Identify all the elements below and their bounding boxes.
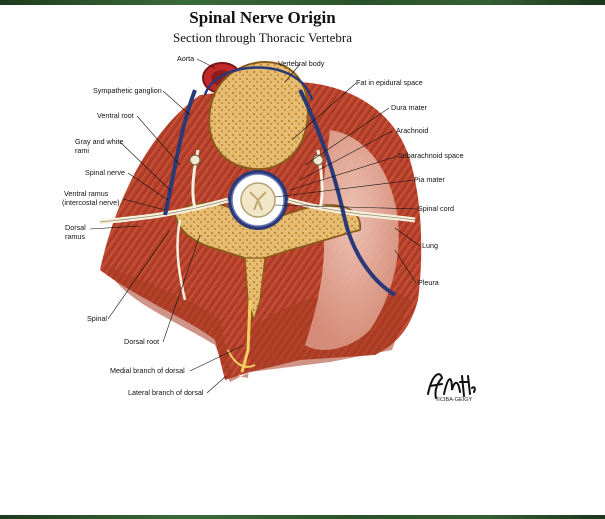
label-dura-mater: Dura mater [391, 104, 427, 112]
copyright-text: ©CIBA-GEIGY [436, 397, 472, 403]
label-subarachnoid-space: Subarachnoid space [398, 152, 464, 160]
label-medial-branch: Medial branch of dorsal [110, 367, 185, 375]
label-gray-white-rami-1: Gray and white [75, 138, 123, 146]
label-spinal-cord: Spinal cord [418, 205, 454, 213]
label-dorsal-ramus-2: ramus [65, 233, 85, 241]
label-sympathetic-ganglion: Sympathetic ganglion [93, 87, 162, 95]
label-lung: Lung [422, 242, 438, 250]
label-fat-epidural: Fat in epidural space [356, 79, 423, 87]
bottom-border-band [0, 515, 605, 519]
label-spinal-nerve: Spinal nerve [85, 169, 125, 177]
label-ventral-ramus-1: Ventral ramus [64, 190, 108, 198]
label-ventral-root: Ventral root [97, 112, 134, 120]
label-dorsal-ramus-1: Dorsal [65, 224, 86, 232]
label-dorsal-root: Dorsal root [124, 338, 159, 346]
label-spinal: Spinal [87, 315, 107, 323]
label-aorta: Aorta [177, 55, 194, 63]
label-pia-mater: Pia mater [414, 176, 445, 184]
label-ventral-ramus-2: (intercostal nerve) [62, 199, 120, 207]
label-vertebral-body: Vertebral body [278, 60, 324, 68]
label-pleura: Pleura [418, 279, 439, 287]
label-gray-white-rami-2: rami [75, 147, 89, 155]
label-lateral-branch: Lateral branch of dorsal [128, 389, 204, 397]
label-arachnoid: Arachnoid [396, 127, 428, 135]
